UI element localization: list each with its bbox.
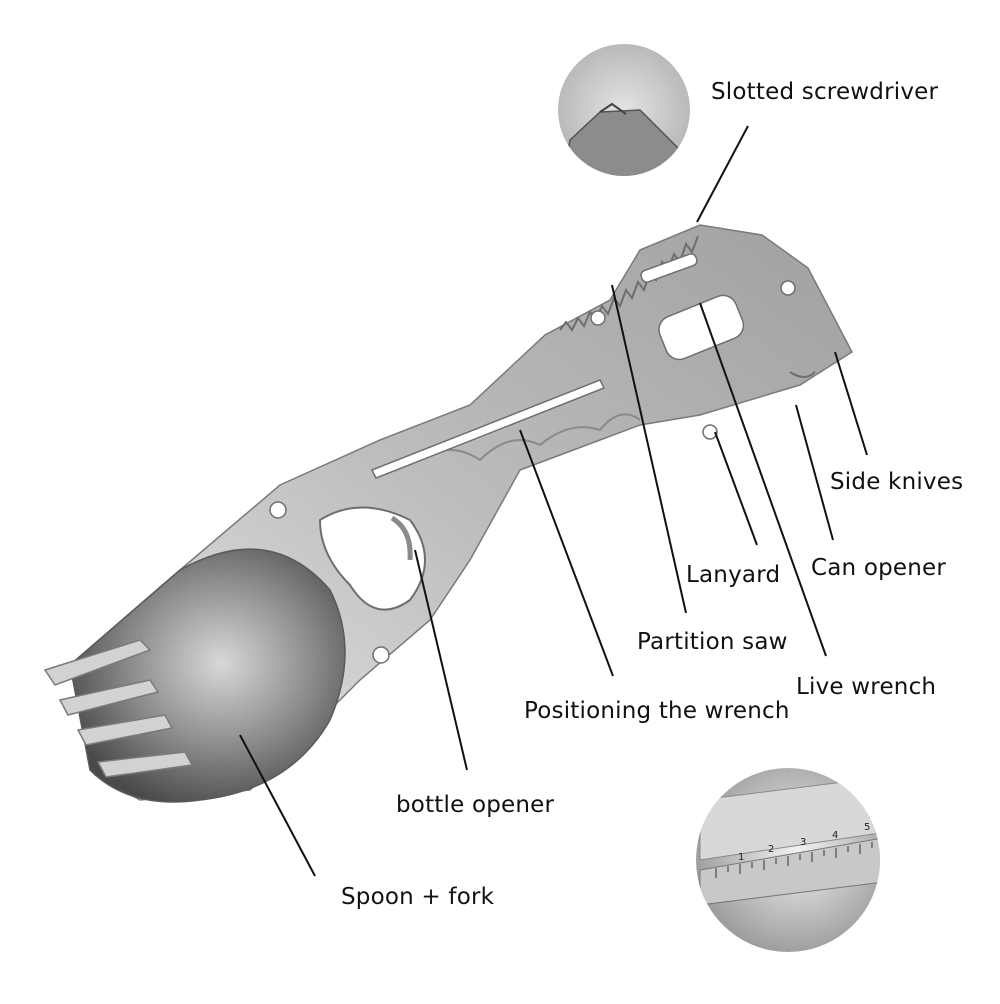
label-bottle-opener: bottle opener <box>396 792 555 818</box>
leader-line-side-knives <box>834 351 868 456</box>
spoon-bowl <box>69 548 346 803</box>
leader-line-partition-saw <box>611 284 687 614</box>
leader-line-bottle-opener <box>414 549 468 771</box>
label-spoon-fork: Spoon + fork <box>341 884 495 910</box>
leader-lines <box>239 125 868 877</box>
leader-line-positioning-wrench <box>519 429 614 677</box>
label-lanyard: Lanyard <box>686 562 781 588</box>
leader-line-spoon-fork <box>239 734 316 877</box>
label-live-wrench: Live wrench <box>796 674 937 700</box>
leader-line-can-opener <box>795 404 834 541</box>
fork-tines <box>43 639 194 778</box>
inset-screwdriver-closeup <box>558 44 690 176</box>
leader-line-lanyard <box>714 431 758 546</box>
label-slotted-screwdriver: Slotted screwdriver <box>711 79 939 105</box>
inset-ruler-closeup: 1 2 3 4 5 <box>696 768 880 952</box>
label-partition-saw: Partition saw <box>637 629 788 655</box>
ruler-tick-label-2: 2 <box>768 844 774 855</box>
ruler-ticks <box>715 842 873 878</box>
label-positioning-wrench: Positioning the wrench <box>524 698 790 724</box>
ruler-tick-label-3: 3 <box>800 837 806 848</box>
label-side-knives: Side knives <box>830 469 964 495</box>
leader-line-screwdriver <box>696 125 749 223</box>
label-can-opener: Can opener <box>811 555 947 581</box>
ruler-tick-label-1: 1 <box>738 852 744 863</box>
ruler-tick-label-4: 4 <box>832 830 838 841</box>
ruler-tick-label-5: 5 <box>864 822 870 833</box>
leader-line-live-wrench <box>699 302 827 657</box>
